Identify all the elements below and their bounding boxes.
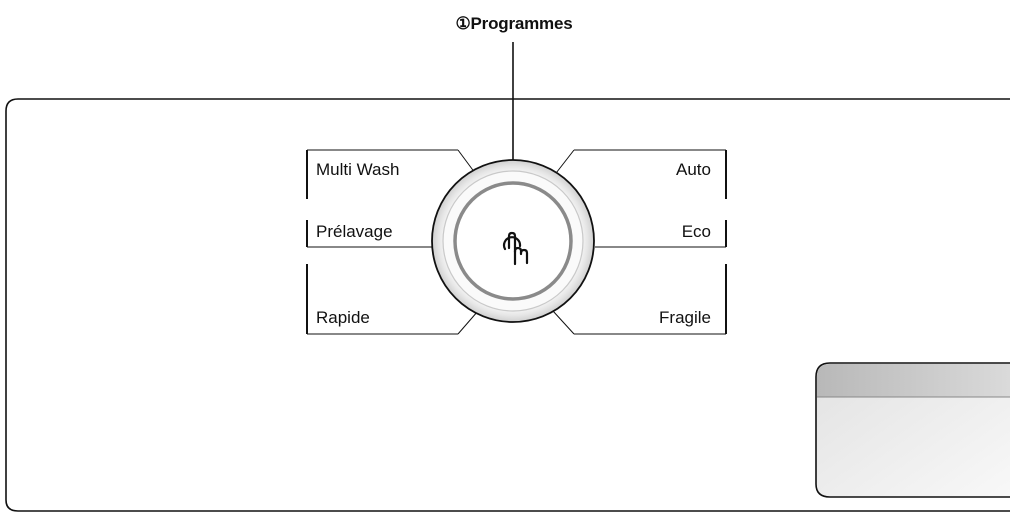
program-label-eco: Eco [681, 222, 711, 241]
program-label-fragile: Fragile [659, 308, 711, 327]
display-window [815, 362, 1010, 498]
right-label-brackets [552, 149, 727, 335]
touch-hand-icon [502, 231, 529, 266]
left-label-brackets [306, 149, 479, 335]
program-label-rapide: Rapide [316, 308, 370, 327]
panel-outline [5, 98, 1010, 512]
callout-number: ① [455, 14, 471, 33]
program-label-multi-wash: Multi Wash [316, 160, 400, 179]
programme-dial [431, 159, 595, 323]
program-label-auto: Auto [676, 160, 711, 179]
callout-text: Programmes [470, 14, 573, 33]
callout-label: ①Programmes [414, 14, 614, 34]
program-label-prelavage: Prélavage [316, 222, 393, 241]
